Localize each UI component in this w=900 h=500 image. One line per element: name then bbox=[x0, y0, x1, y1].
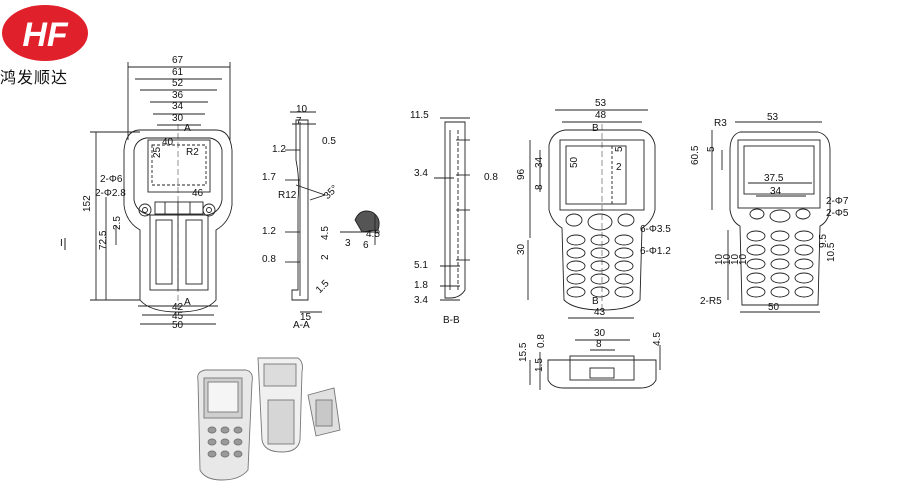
dimension-label: 34 bbox=[172, 101, 184, 112]
dimension-label: B-B bbox=[443, 315, 460, 326]
dimension-label: 40 bbox=[162, 137, 174, 148]
dimension-label: 10 bbox=[738, 253, 749, 265]
dimension-label: A bbox=[184, 297, 191, 308]
dimension-label: 34 bbox=[534, 156, 545, 168]
dimension-label: 3.4 bbox=[414, 295, 428, 306]
dimension-label: 5 bbox=[706, 146, 717, 152]
dimension-label: 4.5 bbox=[320, 226, 331, 240]
dimension-label: 50 bbox=[172, 320, 184, 331]
dimension-label: 46 bbox=[192, 188, 204, 199]
section-aa bbox=[285, 111, 380, 313]
dimension-label: 2 bbox=[320, 254, 331, 260]
dimension-label: 61 bbox=[172, 67, 184, 78]
dimension-label: A-A bbox=[293, 320, 310, 331]
dimension-label: 2 bbox=[616, 162, 622, 173]
dimension-label: 5 bbox=[614, 146, 625, 152]
dimension-label: 8 bbox=[534, 184, 545, 190]
bottom-view bbox=[529, 339, 661, 390]
back-view bbox=[527, 109, 656, 319]
dimension-label: R3 bbox=[714, 118, 727, 129]
dimension-label: 8 bbox=[596, 339, 602, 350]
brand-name: 鸿发顺达 bbox=[0, 68, 69, 87]
dimension-label: 53 bbox=[595, 98, 607, 109]
dimension-label: R12 bbox=[278, 190, 297, 201]
dimension-label: 45 bbox=[172, 311, 184, 322]
dimension-label: 1.8 bbox=[414, 280, 428, 291]
dimension-label: 1.2 bbox=[262, 226, 276, 237]
dimension-label: I bbox=[60, 238, 63, 249]
dimension-label: 48 bbox=[595, 110, 607, 121]
dimension-label: 152 bbox=[82, 195, 93, 212]
dimension-label: 6-Φ1.2 bbox=[640, 246, 671, 257]
dimension-label: 42 bbox=[172, 302, 184, 313]
dimension-label: 10 bbox=[296, 104, 308, 115]
dimension-label: 2-Φ5 bbox=[826, 208, 849, 219]
dimension-label: 30 bbox=[516, 243, 527, 255]
dimension-label: 3 bbox=[345, 238, 351, 249]
dimension-label: 1.5 bbox=[534, 358, 545, 372]
dimension-label: 30 bbox=[172, 113, 184, 124]
dimension-label: 3.4 bbox=[414, 168, 428, 179]
dimension-label: 0.8 bbox=[536, 334, 547, 348]
dimension-label: 5.1 bbox=[414, 260, 428, 271]
dimension-label: 6 bbox=[363, 240, 369, 251]
dimension-label: 15.5 bbox=[518, 342, 529, 362]
dimension-label: 50 bbox=[569, 156, 580, 168]
dimension-label: 0.8 bbox=[262, 254, 276, 265]
dimension-label: 36 bbox=[172, 90, 184, 101]
dimension-label: B bbox=[592, 123, 599, 134]
dimension-label: 96 bbox=[516, 168, 527, 180]
dimension-label: 2-R5 bbox=[700, 296, 722, 307]
dimension-label: 60.5 bbox=[690, 145, 701, 165]
dimension-label: 50 bbox=[768, 302, 780, 313]
dimension-label: 53 bbox=[767, 112, 779, 123]
dimension-label: 1.7 bbox=[262, 172, 276, 183]
dimension-label: 1.2 bbox=[272, 144, 286, 155]
dimension-label: 7 bbox=[296, 116, 302, 127]
dimension-label: 0.5 bbox=[322, 136, 336, 147]
dimension-label: 30 bbox=[594, 328, 606, 339]
dimension-label: 11.5 bbox=[410, 110, 429, 121]
product-photo bbox=[197, 357, 341, 481]
dimension-label: 4.5 bbox=[366, 229, 380, 240]
dimension-label: 2-Φ2.8 bbox=[95, 188, 126, 199]
dimension-label: 6-Φ3.5 bbox=[640, 224, 671, 235]
front-keypad bbox=[746, 230, 814, 298]
dimension-label: 4.5 bbox=[652, 332, 663, 346]
dimension-label: 10.5 bbox=[826, 242, 837, 262]
dimension-label: A bbox=[184, 123, 191, 134]
dimension-label: 15 bbox=[300, 312, 312, 323]
dimension-label: B bbox=[592, 296, 599, 307]
dimension-label: R2 bbox=[186, 147, 199, 158]
brand-logo: HF bbox=[2, 5, 88, 61]
front-view bbox=[90, 62, 233, 325]
dimension-label: 72.5 bbox=[98, 230, 109, 250]
dimension-label: 67 bbox=[172, 55, 184, 66]
dimension-label: 34 bbox=[770, 186, 782, 197]
keypad-view bbox=[711, 121, 831, 313]
dimension-label: 0.8 bbox=[484, 172, 498, 183]
dimension-label: 2-Φ6 bbox=[100, 174, 123, 185]
dimension-label: 37.5 bbox=[764, 173, 784, 184]
back-keypad bbox=[566, 234, 634, 298]
logo-text: HF bbox=[22, 16, 69, 54]
dimension-label: 43 bbox=[594, 307, 606, 318]
dimension-label: 2-Φ7 bbox=[826, 196, 849, 207]
dimension-label: 25 bbox=[152, 146, 163, 158]
dimension-label: 52 bbox=[172, 78, 184, 89]
section-bb bbox=[434, 117, 470, 301]
dimension-label: 2.5 bbox=[112, 216, 123, 230]
